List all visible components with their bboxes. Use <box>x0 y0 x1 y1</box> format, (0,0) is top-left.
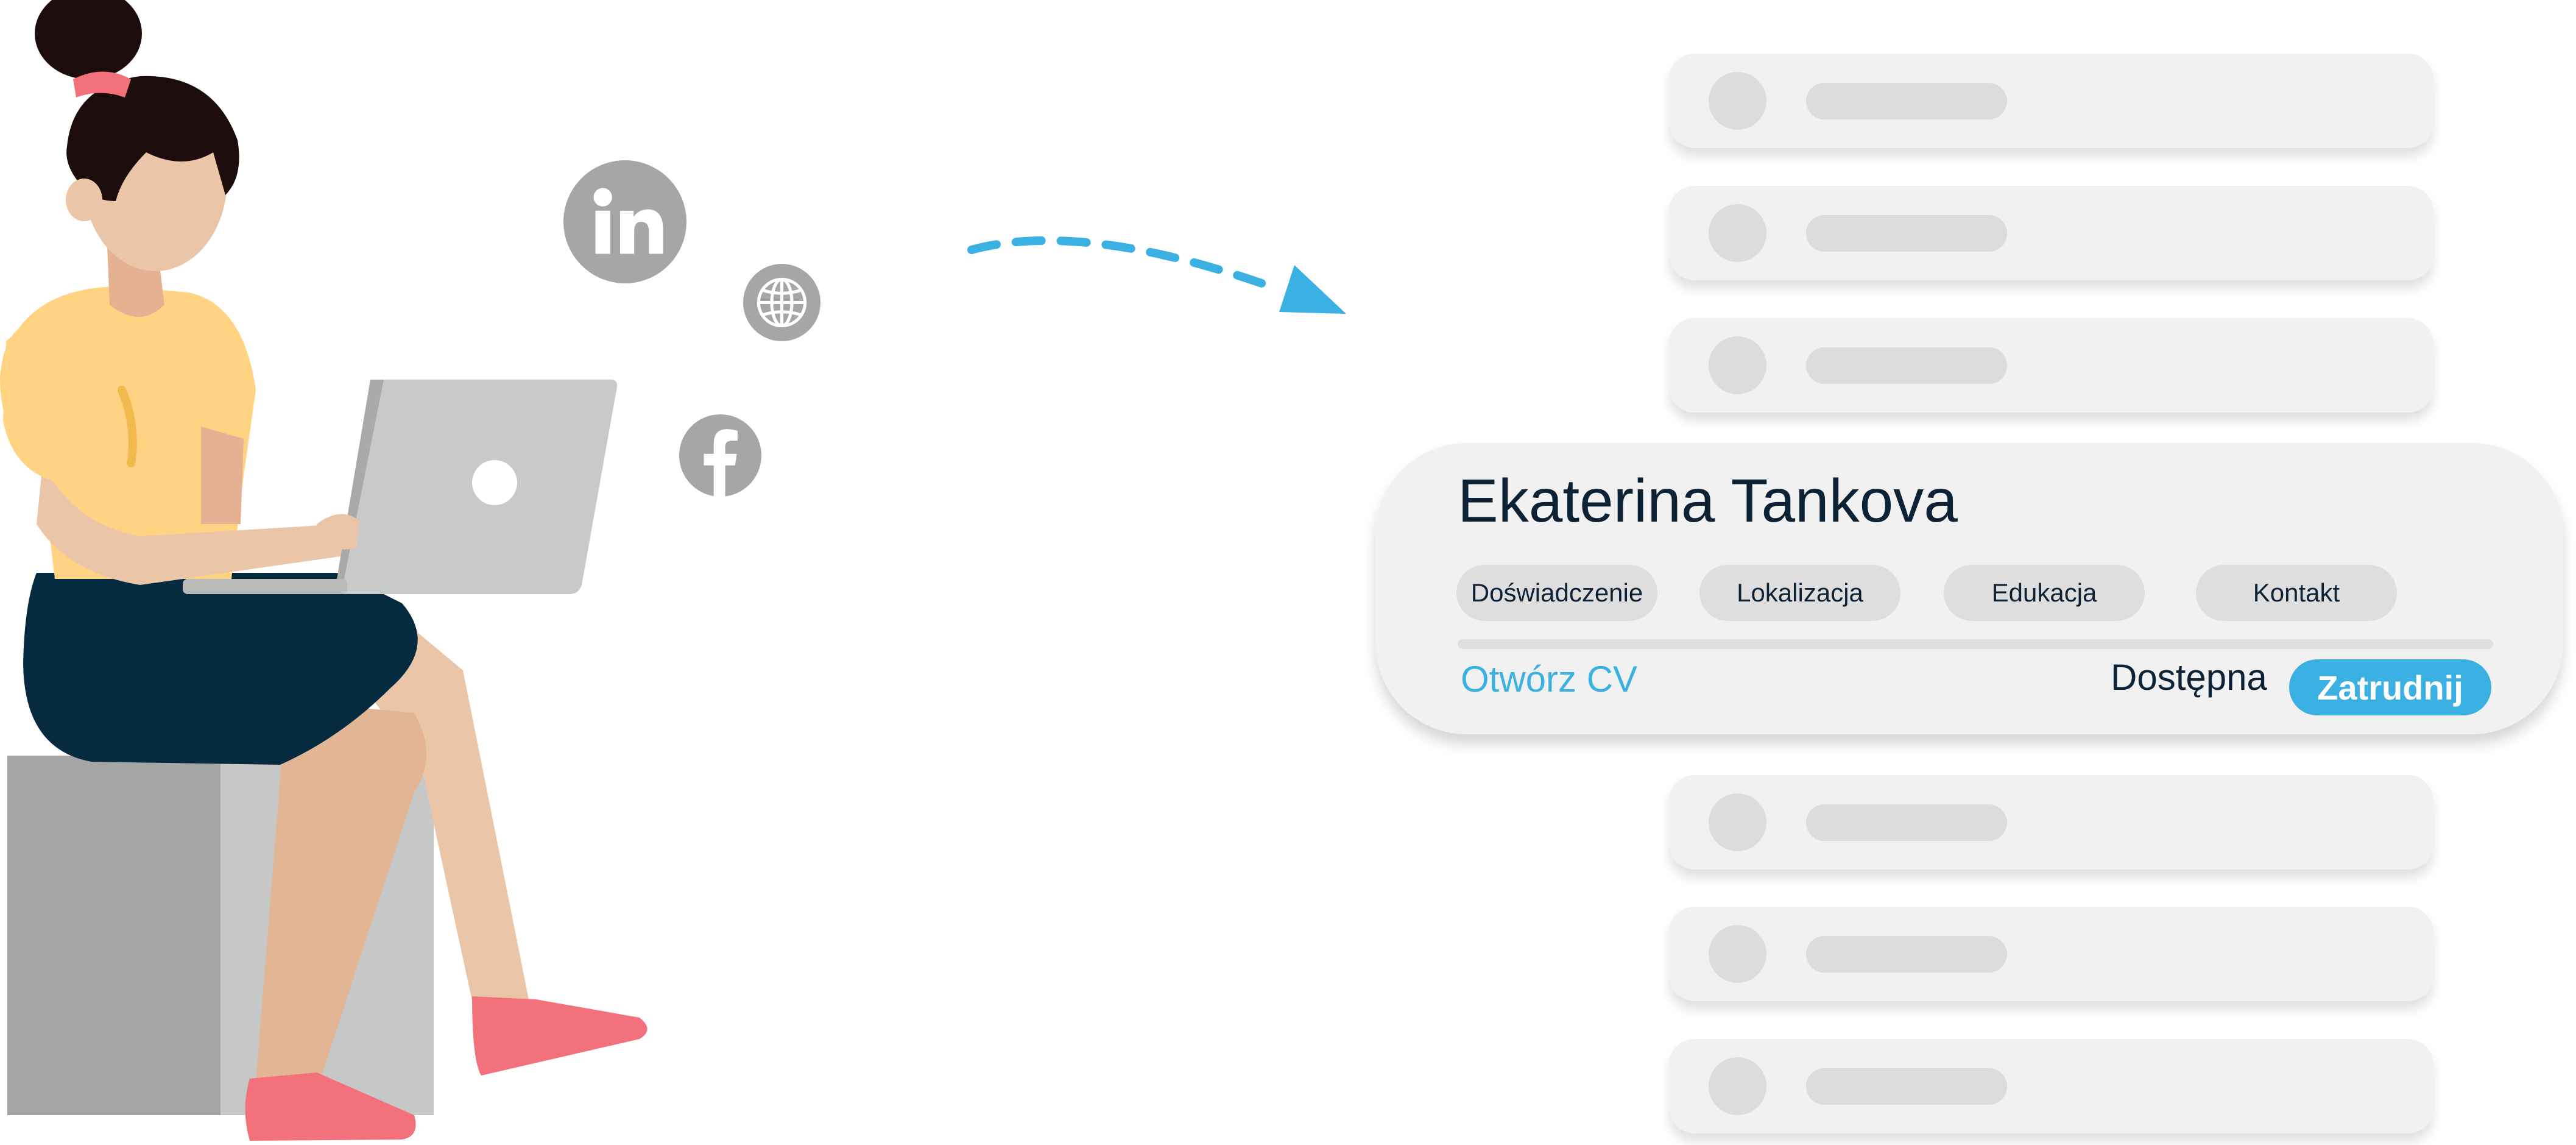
candidate-profile-card: Ekaterina Tankova Doświadczenie Lokaliza… <box>1375 443 2563 734</box>
dashed-arrow-icon <box>967 236 1346 314</box>
tag-contact[interactable]: Kontakt <box>2196 565 2397 621</box>
linkedin-icon <box>563 160 686 283</box>
globe-icon <box>743 264 820 341</box>
placeholder-candidate-card <box>1669 54 2433 148</box>
name-placeholder <box>1806 804 2007 841</box>
tag-experience[interactable]: Doświadczenie <box>1456 565 1657 621</box>
candidate-name: Ekaterina Tankova <box>1458 467 1958 535</box>
avatar-placeholder <box>1709 925 1766 983</box>
hire-button[interactable]: Zatrudnij <box>2289 659 2491 715</box>
avatar-placeholder <box>1709 1057 1766 1115</box>
availability-status: Dostępna <box>2111 657 2267 698</box>
avatar-placeholder <box>1709 336 1766 394</box>
name-placeholder <box>1806 1068 2007 1105</box>
name-placeholder <box>1806 936 2007 973</box>
placeholder-candidate-card <box>1669 186 2433 280</box>
placeholder-candidate-card <box>1669 775 2433 870</box>
divider <box>1458 639 2493 649</box>
name-placeholder <box>1806 347 2007 384</box>
name-placeholder <box>1806 83 2007 119</box>
avatar-placeholder <box>1709 204 1766 262</box>
placeholder-candidate-card <box>1669 907 2433 1001</box>
name-placeholder <box>1806 215 2007 252</box>
tag-location[interactable]: Lokalizacja <box>1699 565 1900 621</box>
facebook-icon <box>679 414 761 497</box>
tag-education[interactable]: Edukacja <box>1944 565 2145 621</box>
placeholder-candidate-card <box>1669 318 2433 413</box>
woman-with-laptop-illustration <box>0 0 648 1141</box>
placeholder-candidate-card <box>1669 1039 2433 1133</box>
open-cv-link[interactable]: Otwórz CV <box>1461 659 1638 700</box>
avatar-placeholder <box>1709 72 1766 130</box>
avatar-placeholder <box>1709 793 1766 851</box>
